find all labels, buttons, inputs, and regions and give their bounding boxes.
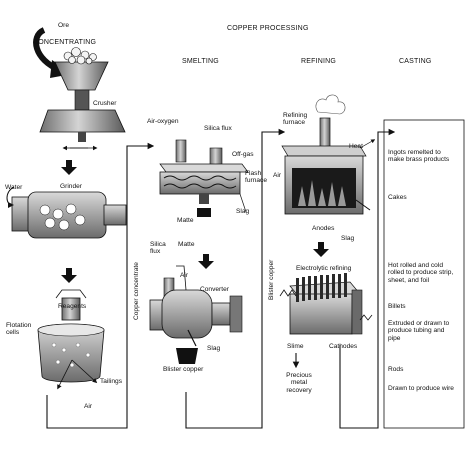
label-flotation-cells: Flotation cells [6, 322, 32, 337]
label-air-flotation: Air [84, 403, 93, 410]
label-anodes: Anodes [312, 225, 335, 232]
label-reagents: Reagents [58, 303, 87, 310]
casting-item-ingots: Ingots remelted to make brass products [388, 149, 450, 164]
label-blister-copper: Blister copper [163, 366, 204, 373]
label-crusher: Crusher [93, 100, 117, 107]
flow-line-blister-copper [185, 128, 286, 429]
flotation-illustration [37, 289, 105, 390]
label-slag-conv: Slag [207, 345, 221, 352]
label-grinder: Grinder [60, 183, 82, 190]
label-tailings: Tailings [100, 378, 122, 385]
label-water: Water [5, 184, 23, 191]
flash-furnace-illustration [159, 139, 249, 217]
label-heat: Heat [349, 143, 363, 150]
label-precious-metal-recovery: Precious metal recovery [286, 372, 312, 394]
label-converter: Converter [200, 286, 229, 293]
label-matte-conv: Matte [178, 241, 195, 248]
label-flash-furnace: Flash furnace [245, 170, 267, 185]
arrow-crusher-to-grinder [61, 160, 77, 175]
converter-illustration [149, 265, 243, 364]
arrow-flash-to-converter [198, 254, 214, 269]
label-air-oxygen: Air-oxygen [147, 118, 179, 125]
stage-refining: REFINING [301, 58, 337, 65]
label-ore: Ore [58, 22, 69, 29]
label-air-refining: Air [273, 172, 282, 179]
arrow-grinder-to-flotation [61, 268, 77, 283]
label-blister-copper-vertical: Blister copper [268, 259, 275, 300]
label-slag-flash: Slag [236, 208, 250, 215]
label-off-gas: Off-gas [232, 151, 254, 158]
label-electrolytic-refining: Electrolytic refining [296, 265, 352, 272]
stage-casting: CASTING [399, 58, 432, 65]
casting-item-rods: Rods [388, 366, 404, 373]
casting-item-billets: Billets [388, 303, 406, 310]
casting-item-wire: Drawn to produce wire [388, 385, 454, 392]
label-silica-flux-top: Silica flux [204, 125, 232, 132]
grinder-illustration [6, 186, 127, 239]
stage-smelting: SMELTING [182, 58, 219, 65]
electrolytic-illustration [279, 273, 373, 335]
flow-line-concentrate [46, 142, 155, 429]
casting-item-strip: Hot rolled and cold rolled to produce st… [388, 262, 454, 284]
label-copper-concentrate: Copper concentrate [133, 262, 140, 320]
diagram-title: COPPER PROCESSING [227, 25, 309, 32]
casting-item-cakes: Cakes [388, 194, 407, 201]
label-silica-flux-conv: Silica flux [150, 241, 166, 256]
refining-furnace-illustration [281, 94, 376, 215]
label-slag-refining: Slag [341, 235, 355, 242]
label-refining-furnace: Refining furnace [283, 112, 308, 127]
arrow-refining-to-electrolytic [313, 242, 329, 257]
stage-arrows [61, 160, 329, 283]
casting-panel [383, 119, 465, 429]
label-slime: Slime [287, 343, 304, 350]
crusher-illustration [39, 47, 126, 151]
label-air-conv: Air [180, 272, 189, 279]
label-cathodes: Cathodes [329, 343, 358, 350]
label-matte-flash: Matte [177, 217, 194, 224]
flow-lines [46, 128, 396, 429]
casting-item-tubing: Extruded or drawn to produce tubing and … [388, 320, 450, 342]
stage-concentrating: CONCENTRATING [33, 39, 97, 46]
flow-line-cathodes [339, 128, 396, 429]
